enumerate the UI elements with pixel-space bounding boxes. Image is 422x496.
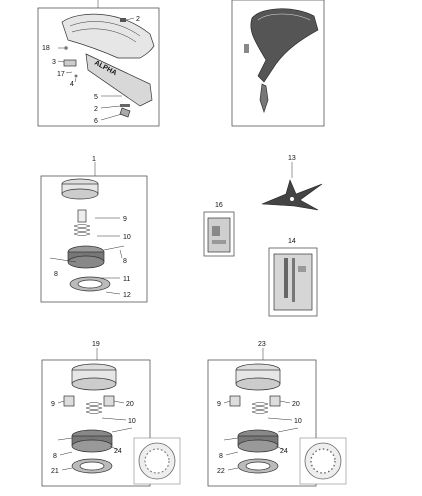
blade-part: 13 [261,155,323,211]
callout-10a: 10 [123,234,131,241]
three-tooth-blade [261,179,323,211]
guard-screw-top [120,18,126,22]
callout-16: 16 [215,202,223,209]
trimmer-head-panel: 1 9 10 8 8 11 12 [40,156,148,303]
callout-21: 21 [51,468,59,475]
callout-8a-left: 8 [54,271,58,278]
callout-3: 3 [52,59,56,66]
part-14-frame [268,247,318,317]
harness-panel-frame [231,0,325,127]
guard-assembly-panel: ALPHA 2 18 3 17 4 5 2 6 [37,0,160,127]
guard-skirt [85,53,153,107]
trimmer-head-19-frame [41,359,151,487]
callout-4: 4 [70,81,74,88]
spool-spring [73,224,91,236]
eyelet-right-23 [269,395,281,407]
eyelet-right-19 [103,395,115,407]
callout-20a: 20 [126,401,134,408]
callout-14: 14 [288,238,296,245]
guard-screw [120,104,130,107]
grass-guard [61,13,155,59]
callout-20b: 20 [292,401,300,408]
callout-5: 5 [94,94,98,101]
callout-24a: 24 [114,448,122,455]
callout-8c: 8 [53,453,57,460]
eyelet-left-23 [229,395,241,407]
callout-2-bottom: 2 [94,106,98,113]
part-16-panel: 16 [203,202,235,257]
trimmer-head-19-panel: 19 9 20 10 8 24 21 [41,341,181,487]
callout-9c: 9 [217,401,221,408]
spool-knob [77,209,87,223]
callout-23: 23 [258,341,266,348]
callout-22: 22 [217,468,225,475]
trimmer-head-23-panel: 23 9 20 10 8 24 22 [207,341,347,487]
callout-9a: 9 [123,216,127,223]
callout-19: 19 [92,341,100,348]
shoulder-harness [250,8,319,83]
harness-hook [259,83,269,114]
callout-6: 6 [94,118,98,125]
callout-2-top: 2 [136,16,140,23]
eyelet-left-19 [63,395,75,407]
spring-23 [251,402,269,414]
callout-10c: 10 [294,418,302,425]
callout-1: 1 [92,156,96,163]
callout-10b: 10 [128,418,136,425]
guard-clip [63,59,77,67]
guard-nut [74,74,78,78]
spring-19 [85,402,103,414]
part-14-panel: 14 [268,238,318,317]
part-16-frame [203,211,235,257]
harness-panel [231,0,325,127]
blade-cutter [119,107,131,118]
trimmer-head-frame [40,175,148,303]
guard-washer [64,46,68,50]
callout-18: 18 [42,45,50,52]
callout-24b: 24 [280,448,288,455]
callout-9b: 9 [51,401,55,408]
callout-11: 11 [123,276,130,283]
callout-8a-right: 8 [123,258,127,265]
callout-13: 13 [288,155,296,162]
callout-8d: 8 [219,453,223,460]
callout-12: 12 [123,292,131,299]
harness-buckle [244,44,249,53]
trimmer-head-23-frame [207,359,317,487]
callout-17: 17 [57,71,65,78]
guard-panel-frame [37,7,160,127]
